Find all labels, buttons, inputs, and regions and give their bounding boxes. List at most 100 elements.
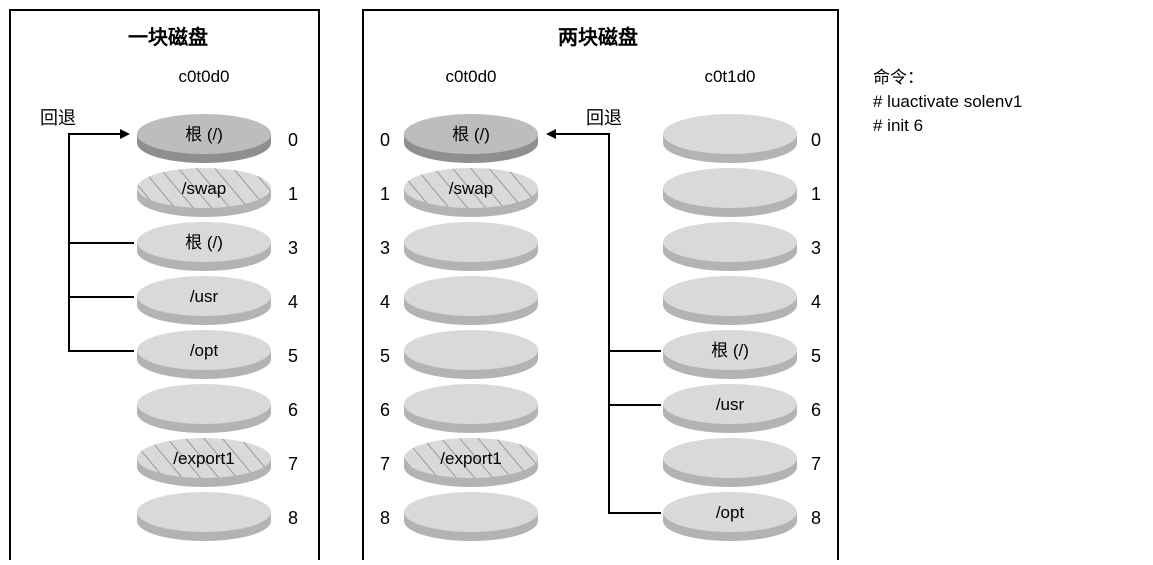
slice-number: 3 — [380, 238, 390, 258]
platter-label: 根 (/) — [185, 233, 223, 252]
platter-c0t0d0-slice-4: 4 — [380, 276, 538, 325]
fallback-connector-one-disk — [68, 129, 134, 352]
platter-top — [404, 438, 538, 478]
platter-top — [663, 168, 797, 208]
slice-number: 4 — [380, 292, 390, 312]
platter-top — [663, 114, 797, 154]
platter-top — [137, 384, 271, 424]
platter-c0t0d0-slice-4: /usr 4 — [137, 276, 298, 325]
platter-top — [663, 276, 797, 316]
slice-number: 0 — [811, 130, 821, 150]
platter-c0t0d0-slice-6: 6 — [380, 384, 538, 433]
platter-top — [137, 330, 271, 370]
platter-label: /export1 — [173, 449, 234, 468]
platter-c0t0d0-slice-6: 6 — [137, 384, 298, 433]
slice-number: 5 — [811, 346, 821, 366]
platter-top — [404, 114, 538, 154]
platter-c0t0d0-slice-1: /swap 1 — [137, 168, 298, 217]
slice-number: 3 — [288, 238, 298, 258]
platter-top — [137, 276, 271, 316]
command-line-init: # init 6 — [873, 116, 924, 135]
platter-c0t1d0-slice-7: 7 — [663, 438, 821, 487]
platter-top — [663, 492, 797, 532]
slice-number: 0 — [380, 130, 390, 150]
platter-c0t1d0-slice-8: /opt 8 — [663, 492, 821, 541]
slice-number: 5 — [288, 346, 298, 366]
platter-label: 根 (/) — [185, 125, 223, 144]
platter-c0t1d0-slice-5: 根 (/) 5 — [663, 330, 821, 379]
platter-c0t1d0-slice-1: 1 — [663, 168, 821, 217]
platter-top — [404, 492, 538, 532]
slice-number: 6 — [811, 400, 821, 420]
platter-c0t1d0-slice-6: /usr 6 — [663, 384, 821, 433]
platter-label: /export1 — [440, 449, 501, 468]
slice-number: 4 — [288, 292, 298, 312]
platter-top — [404, 330, 538, 370]
platter-c0t0d0-slice-8: 8 — [137, 492, 298, 541]
platter-label: 根 (/) — [452, 125, 490, 144]
platter-label: /swap — [182, 179, 226, 198]
platter-c0t0d0-slice-3: 3 — [380, 222, 538, 271]
platter-c0t0d0-slice-7: /export1 7 — [380, 438, 538, 487]
platter-top — [404, 222, 538, 262]
platter-c0t0d0-slice-0: 根 (/) 0 — [137, 114, 298, 163]
fallback-label-one-disk: 回退 — [40, 108, 76, 128]
platter-c0t0d0-slice-8: 8 — [380, 492, 538, 541]
platter-top — [137, 492, 271, 532]
platter-label: /swap — [449, 179, 493, 198]
slice-number: 8 — [288, 508, 298, 528]
platter-c0t0d0-slice-1: /swap 1 — [380, 168, 538, 217]
slice-number: 6 — [288, 400, 298, 420]
platter-top — [663, 384, 797, 424]
command-block: 命令： # luactivate solenv1 # init 6 — [873, 66, 1022, 138]
slice-number: 7 — [380, 454, 390, 474]
platter-c0t0d0-slice-0: 根 (/) 0 — [380, 114, 538, 163]
platter-top — [137, 438, 271, 478]
slice-number: 8 — [811, 508, 821, 528]
panel-title-two-disks: 两块磁盘 — [558, 25, 638, 49]
platter-c0t0d0-slice-3: 根 (/) 3 — [137, 222, 298, 271]
platter-top — [404, 276, 538, 316]
platter-c0t1d0-slice-4: 4 — [663, 276, 821, 325]
platter-label: /usr — [190, 287, 219, 306]
platter-top — [137, 168, 271, 208]
platter-label: /usr — [716, 395, 745, 414]
slice-number: 5 — [380, 346, 390, 366]
slice-number: 1 — [288, 184, 298, 204]
disk-name-p1-c0t0d0: c0t0d0 — [178, 67, 229, 86]
slice-number: 4 — [811, 292, 821, 312]
platter-c0t1d0-slice-3: 3 — [663, 222, 821, 271]
platter-top — [404, 384, 538, 424]
platter-top — [663, 330, 797, 370]
panel-title-one-disk: 一块磁盘 — [128, 25, 208, 49]
slice-number: 7 — [811, 454, 821, 474]
panel-frame-two-disks — [362, 9, 839, 565]
platter-label: /opt — [716, 503, 745, 522]
platter-label: /opt — [190, 341, 219, 360]
slice-number: 8 — [380, 508, 390, 528]
platter-c0t0d0-slice-5: 5 — [380, 330, 538, 379]
platter-c0t0d0-slice-7: /export1 7 — [137, 438, 298, 487]
disk-name-p2-c0t0d0: c0t0d0 — [445, 67, 496, 86]
platter-top — [663, 438, 797, 478]
platter-layer: 根 (/) 0/swap 1 根 (/) 3/usr 4/opt 5 6/export1 7 8 根… — [137, 114, 821, 541]
slice-number: 0 — [288, 130, 298, 150]
fallback-label-two-disks: 回退 — [586, 108, 622, 128]
platter-top — [404, 168, 538, 208]
platter-c0t0d0-slice-5: /opt 5 — [137, 330, 298, 379]
slice-number: 1 — [811, 184, 821, 204]
platter-top — [137, 222, 271, 262]
command-line-luactivate: # luactivate solenv1 — [873, 92, 1023, 111]
platter-label: 根 (/) — [711, 341, 749, 360]
slice-number: 3 — [811, 238, 821, 258]
slice-number: 1 — [380, 184, 390, 204]
fallback-connector-two-disks — [546, 129, 661, 514]
slice-number: 6 — [380, 400, 390, 420]
platter-top — [137, 114, 271, 154]
platter-top — [663, 222, 797, 262]
disk-name-p2-c0t1d0: c0t1d0 — [704, 67, 755, 86]
platter-c0t1d0-slice-0: 0 — [663, 114, 821, 163]
slice-number: 7 — [288, 454, 298, 474]
